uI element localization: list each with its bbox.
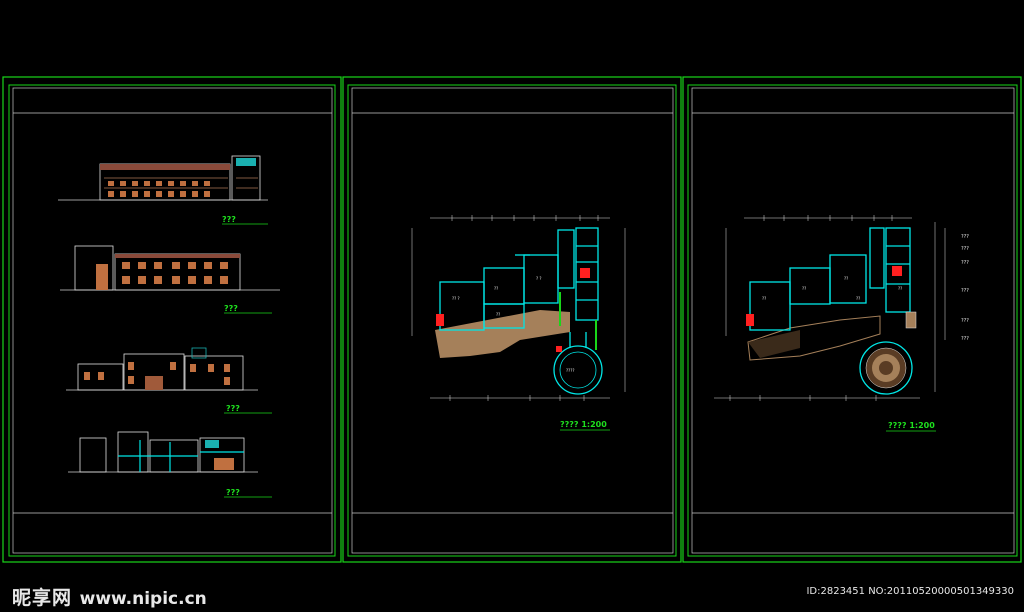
watermark-url: www.nipic.cn <box>79 589 207 609</box>
svg-text:??: ?? <box>494 286 498 291</box>
plan-title-2: ???? 1:200 <box>888 421 935 430</box>
sheet-frame-middle <box>342 76 682 563</box>
svg-text:??: ?? <box>762 296 766 301</box>
svg-text:? ?: ? ? <box>536 276 542 281</box>
svg-text:??: ?? <box>856 296 860 301</box>
watermark-brand: 昵享网 www.nipic.cn <box>12 583 207 610</box>
sheet-frame-left <box>2 76 342 563</box>
side-label: ??? <box>961 288 969 294</box>
elevation-label-3: ??? <box>226 404 240 413</box>
plan-title-1: ???? 1:200 <box>560 420 607 429</box>
svg-text:??: ?? <box>802 286 806 291</box>
side-label: ??? <box>961 318 969 324</box>
floor-plan-1: ?? ??? ? ??????? <box>411 215 626 401</box>
side-label: ??? <box>961 234 969 240</box>
svg-text:????: ???? <box>566 368 575 373</box>
side-label: ??? <box>961 246 969 252</box>
svg-text:??: ?? <box>844 276 848 281</box>
elevation-3 <box>66 347 272 414</box>
section-label-4: ??? <box>226 488 240 497</box>
image-id-label: ID:2823451 NO:20110520000501349330 <box>806 586 1014 597</box>
side-labels: ??? ??? ??? ??? ??? ??? <box>961 234 969 342</box>
elevation-label-1: ??? <box>222 215 236 224</box>
side-label: ??? <box>961 260 969 266</box>
sheet-frame-right <box>682 76 1022 563</box>
elevation-1 <box>58 155 268 225</box>
svg-text:?? ?: ?? ? <box>452 296 460 301</box>
svg-text:??: ?? <box>898 286 902 291</box>
elevation-label-2: ??? <box>224 304 238 313</box>
floor-plan-2: ?????????? <box>714 215 946 401</box>
section-4 <box>68 431 272 498</box>
watermark-brand-text: 昵享网 <box>12 587 73 609</box>
elevation-2 <box>60 245 280 314</box>
svg-text:??: ?? <box>496 312 500 317</box>
side-label: ??? <box>961 336 969 342</box>
